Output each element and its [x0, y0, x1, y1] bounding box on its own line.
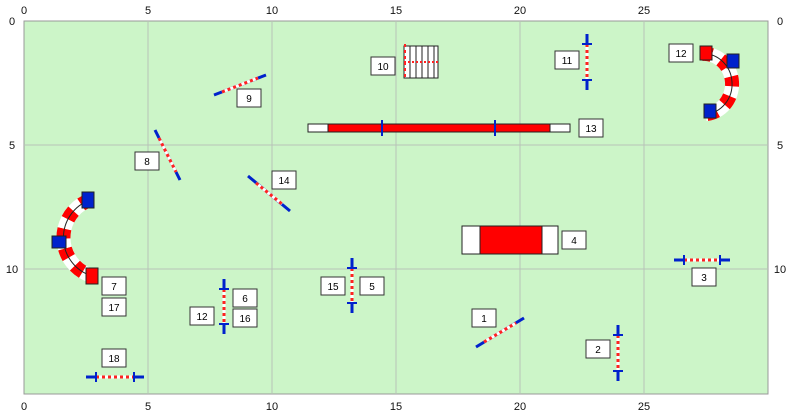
- svg-text:10: 10: [377, 62, 389, 73]
- x-top-tick: 0: [21, 5, 27, 17]
- x-bottom-tick: 0: [21, 401, 27, 413]
- y-left-tick: 5: [9, 140, 15, 152]
- jump-obstacle: [153, 129, 182, 181]
- svg-text:18: 18: [108, 354, 120, 365]
- curved-tunnel: [699, 45, 740, 121]
- number-label-8: 8: [134, 151, 160, 171]
- svg-text:12: 12: [675, 49, 687, 60]
- number-label-3: 3: [691, 267, 717, 287]
- jump-obstacle: [582, 34, 592, 90]
- svg-text:2: 2: [595, 345, 601, 356]
- number-label-16: 16: [232, 308, 258, 328]
- number-label-12-jump: 12: [189, 306, 215, 326]
- svg-text:3: 3: [701, 273, 707, 284]
- axis-top: 0 5 10 15 20 25: [21, 5, 650, 17]
- y-right-tick: 5: [777, 140, 783, 152]
- x-top-tick: 20: [514, 5, 526, 17]
- dogwalk-obstacle: [307, 120, 571, 136]
- jump-obstacle: [213, 73, 267, 97]
- tunnel-obstacle: [461, 225, 559, 255]
- svg-text:14: 14: [278, 176, 290, 187]
- x-top-tick: 25: [638, 5, 650, 17]
- x-bottom-tick: 15: [390, 401, 402, 413]
- svg-text:4: 4: [571, 236, 577, 247]
- jump-obstacle: [219, 279, 229, 334]
- svg-text:6: 6: [242, 294, 248, 305]
- svg-text:8: 8: [144, 157, 150, 168]
- jump-obstacle: [347, 258, 357, 313]
- svg-text:11: 11: [562, 56, 573, 67]
- number-label-6: 6: [232, 288, 258, 308]
- svg-text:9: 9: [246, 94, 252, 105]
- svg-text:5: 5: [369, 282, 375, 293]
- jump-obstacle: [475, 316, 525, 349]
- jump-obstacle: [613, 325, 623, 381]
- number-label-9: 9: [236, 88, 262, 108]
- svg-text:13: 13: [585, 124, 597, 135]
- number-label-11: 11: [554, 50, 580, 70]
- x-bottom-tick: 20: [514, 401, 526, 413]
- y-left-tick: 10: [6, 264, 18, 276]
- x-bottom-tick: 10: [266, 401, 278, 413]
- grid-lines: [24, 21, 768, 394]
- y-left-tick: 0: [9, 16, 15, 28]
- svg-text:7: 7: [111, 282, 117, 293]
- jump-obstacle: [86, 372, 144, 382]
- jump-obstacle: [247, 174, 291, 213]
- svg-text:17: 17: [108, 303, 120, 314]
- x-top-tick: 5: [145, 5, 151, 17]
- curved-tunnel: [51, 191, 99, 285]
- svg-text:1: 1: [481, 314, 487, 325]
- axis-right: 0 5 10: [774, 16, 786, 276]
- number-label-7: 7: [101, 276, 127, 296]
- number-label-15: 15: [320, 276, 346, 296]
- number-label-14: 14: [271, 170, 297, 190]
- svg-text:12: 12: [196, 312, 208, 323]
- jump-obstacle: [674, 255, 730, 265]
- x-top-tick: 10: [266, 5, 278, 17]
- number-label-4: 4: [561, 230, 587, 250]
- svg-text:15: 15: [327, 282, 339, 293]
- number-label-18: 18: [101, 348, 127, 368]
- number-label-5: 5: [359, 276, 385, 296]
- number-label-1: 1: [471, 308, 497, 328]
- y-right-tick: 0: [777, 16, 783, 28]
- axis-bottom: 0 5 10 15 20 25: [21, 401, 650, 413]
- number-label-10: 10: [370, 56, 396, 76]
- x-bottom-tick: 25: [638, 401, 650, 413]
- x-bottom-tick: 5: [145, 401, 151, 413]
- y-right-tick: 10: [774, 264, 786, 276]
- x-top-tick: 15: [390, 5, 402, 17]
- svg-text:16: 16: [239, 314, 251, 325]
- axis-left: 0 5 10: [6, 16, 18, 276]
- number-label-13: 13: [578, 118, 604, 138]
- ladder-obstacle: [403, 44, 439, 80]
- number-label-12-tunnel: 12: [668, 43, 694, 63]
- number-label-2: 2: [585, 339, 611, 359]
- obstacle-number-labels: 1 2 3 4 5 6 7 8 9 10 11 12 12 13 14 15 1…: [101, 43, 717, 368]
- number-label-17: 17: [101, 297, 127, 317]
